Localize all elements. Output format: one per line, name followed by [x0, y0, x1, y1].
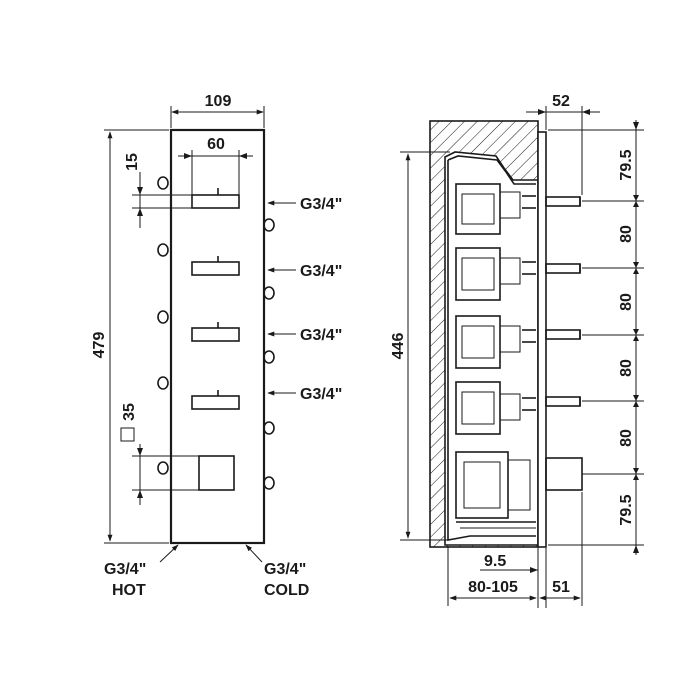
cartridge-2	[455, 247, 536, 301]
dim-446-label: 446	[390, 333, 407, 360]
dim-spacing-6: 79.5	[618, 494, 635, 525]
side-handles	[545, 196, 583, 491]
dim-51-label: 51	[552, 579, 570, 596]
side-handle-2	[545, 263, 581, 274]
square-symbol-icon	[120, 427, 135, 442]
dim-80-105-label: 80-105	[468, 579, 518, 596]
inlet-cold-label: COLD	[264, 582, 309, 599]
dim-52-label: 52	[552, 93, 570, 110]
dim-479-label: 479	[91, 332, 108, 359]
inlet-cold-thread: G3/4"	[264, 561, 306, 578]
dim-spacing-chain: 79.5 80 80 80 80 79.5	[548, 120, 644, 555]
dim-width-outer: 109	[170, 93, 265, 128]
front-view: 109 60 15 479	[91, 93, 342, 599]
inlet-hot: G3/4" HOT	[104, 544, 179, 599]
cartridge-4	[455, 381, 536, 435]
dim-spacing-2: 80	[618, 225, 635, 243]
side-knob	[545, 457, 583, 491]
square-knob	[198, 455, 235, 491]
cartridges	[455, 183, 536, 529]
outlet-1-label: G3/4"	[300, 196, 342, 213]
dim-spacing-1: 79.5	[618, 149, 635, 180]
dim-spacing-5: 80	[618, 429, 635, 447]
cartridge-1	[455, 183, 536, 235]
side-front-plate	[537, 131, 547, 548]
inlet-hot-thread: G3/4"	[104, 561, 146, 578]
side-handle-1	[545, 196, 581, 207]
left-bolts	[157, 176, 169, 475]
valve-body	[447, 155, 536, 541]
side-handle-4	[545, 396, 581, 407]
dim-109-label: 109	[205, 93, 232, 110]
dim-width-handles: 60	[178, 136, 253, 195]
front-panel	[169, 128, 266, 545]
outlet-3-label: G3/4"	[300, 327, 342, 344]
outlet-3: G3/4"	[267, 327, 342, 344]
outlet-4: G3/4"	[267, 386, 342, 403]
dim-square: 35	[120, 403, 199, 505]
cartridge-3	[455, 315, 536, 369]
handle-1	[191, 188, 240, 209]
side-handle-3	[545, 329, 581, 340]
right-bolts	[263, 218, 275, 490]
dim-60-label: 60	[207, 136, 225, 153]
side-view: 52 446 79.5 80 80	[390, 93, 644, 608]
handle-3	[191, 322, 240, 342]
outlet-2-label: G3/4"	[300, 263, 342, 280]
dim-body-height: 446	[390, 151, 450, 541]
dim-protrusion: 52	[526, 93, 600, 195]
dim-15-label: 15	[124, 153, 141, 171]
dim-spacing-4: 80	[618, 359, 635, 377]
dim-height-total: 479	[91, 129, 169, 544]
wall-cavity	[444, 151, 539, 546]
outlet-1: G3/4"	[267, 196, 342, 213]
dim-35-label: 35	[121, 403, 138, 421]
outlet-4-label: G3/4"	[300, 386, 342, 403]
inlet-hot-label: HOT	[112, 582, 146, 599]
inlet-cold: G3/4" COLD	[245, 544, 309, 599]
handle-2	[191, 256, 240, 276]
dim-depth: 80-105 51	[447, 492, 583, 606]
dim-wall-offset: 9.5	[480, 548, 547, 608]
handle-4	[191, 390, 240, 410]
dim-spacing-3: 80	[618, 293, 635, 311]
dim-9-5-label: 9.5	[484, 553, 506, 570]
outlet-2: G3/4"	[267, 263, 342, 280]
cartridge-5	[455, 451, 536, 529]
dim-offset-top: 15	[124, 153, 192, 228]
